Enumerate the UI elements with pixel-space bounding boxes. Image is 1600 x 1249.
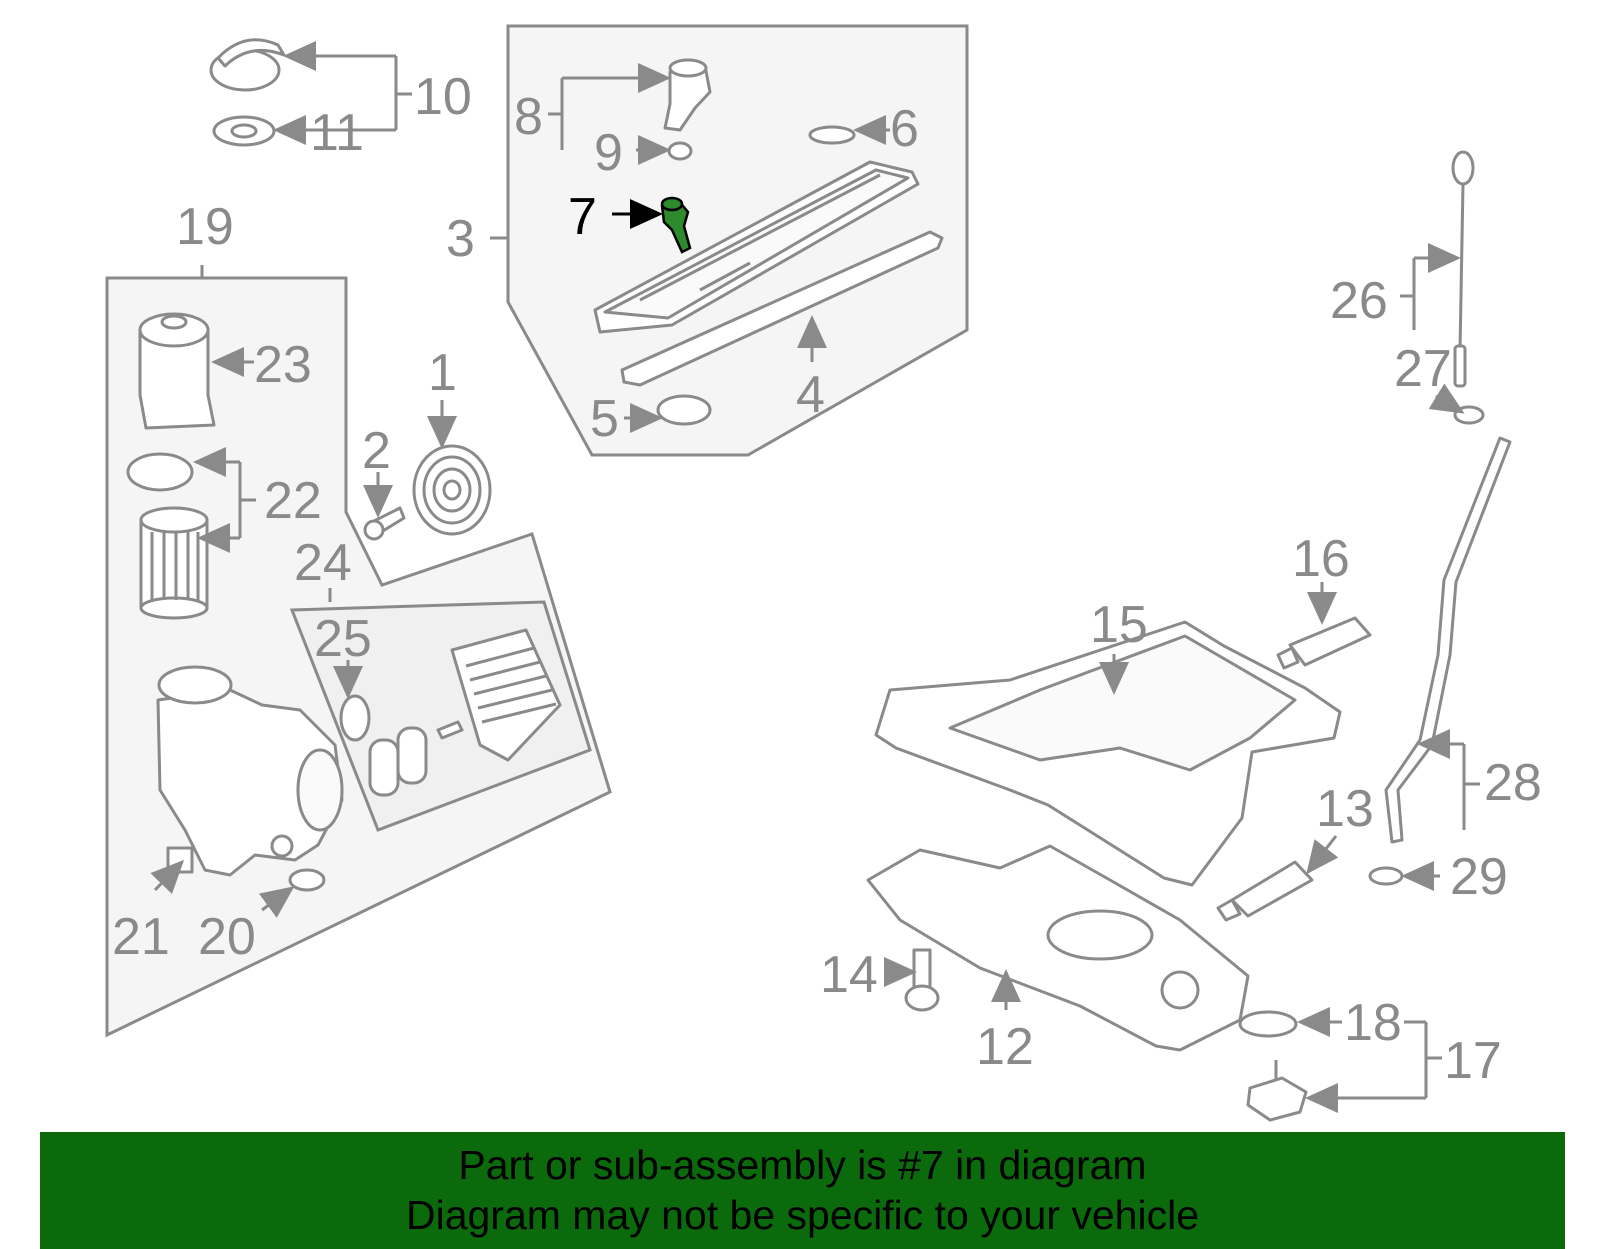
valve-cover-gasket	[620, 230, 944, 387]
callout-6: 6	[890, 100, 919, 158]
oil-filter-housing	[156, 665, 344, 877]
bolt-2	[363, 506, 406, 541]
plug-21	[166, 846, 194, 874]
seal-20	[288, 868, 326, 892]
bolt-cooler	[436, 720, 464, 740]
callout-7: 7	[568, 188, 597, 246]
callout-19: 19	[176, 198, 234, 256]
callout-20: 20	[198, 908, 256, 966]
gasket-6	[808, 125, 856, 145]
callout-23: 23	[254, 336, 312, 394]
callout-4: 4	[796, 366, 825, 424]
filter-housing-cap	[138, 312, 216, 430]
info-banner: Part or sub-assembly is #7 in diagram Di…	[40, 1132, 1565, 1249]
callout-13: 13	[1316, 780, 1374, 838]
seal-18	[1238, 1010, 1298, 1038]
callout-12: 12	[976, 1018, 1034, 1076]
callout-29: 29	[1450, 848, 1508, 906]
sealant-tube-16	[1276, 616, 1372, 670]
leaders	[150, 41, 1480, 1113]
cooler-gaskets	[368, 726, 428, 797]
banner-line-1: Part or sub-assembly is #7 in diagram	[458, 1142, 1147, 1188]
callout-28: 28	[1484, 754, 1542, 812]
oil-cooler	[450, 628, 562, 762]
o-ring-9	[667, 141, 693, 161]
callout-11: 11	[310, 104, 364, 162]
callout-3: 3	[446, 210, 475, 268]
callout-10: 10	[414, 68, 472, 126]
seal-25	[339, 694, 371, 742]
callout-24: 24	[294, 534, 352, 592]
oil-filter-element	[139, 506, 209, 620]
sealant-tube-13	[1216, 860, 1314, 922]
callout-14: 14	[820, 946, 878, 1004]
valve-cover	[593, 160, 920, 334]
seal-5	[656, 394, 712, 426]
callout-1: 1	[428, 344, 457, 402]
oil-filler-cap	[209, 38, 286, 92]
callout-2: 2	[362, 422, 391, 480]
callout-27: 27	[1394, 340, 1452, 398]
callout-22: 22	[264, 472, 322, 530]
seal-29	[1368, 866, 1404, 886]
part-7-highlighted	[660, 196, 692, 254]
pulley	[412, 444, 492, 536]
callouts: 10 11 8 9 6 7 3 4 5 1 2 19 23 22 24 25 2…	[112, 68, 1542, 1090]
breather-fitting	[663, 58, 712, 132]
callout-25: 25	[314, 610, 372, 668]
callout-21: 21	[112, 908, 170, 966]
callout-18: 18	[1344, 994, 1402, 1052]
callout-9: 9	[594, 124, 623, 182]
dipstick-tube	[1384, 436, 1512, 844]
callout-15: 15	[1090, 596, 1148, 654]
drain-bolt-14	[904, 948, 940, 1012]
o-ring-22	[126, 452, 194, 492]
callout-5: 5	[590, 390, 619, 448]
banner-line-2: Diagram may not be specific to your vehi…	[405, 1192, 1199, 1238]
callout-17: 17	[1444, 1032, 1502, 1090]
callout-26: 26	[1330, 272, 1388, 330]
callout-8: 8	[514, 88, 543, 146]
oil-level-sensor	[1246, 1060, 1308, 1122]
callout-16: 16	[1292, 530, 1350, 588]
dipstick	[1451, 150, 1475, 388]
upper-oil-pan	[874, 620, 1342, 887]
